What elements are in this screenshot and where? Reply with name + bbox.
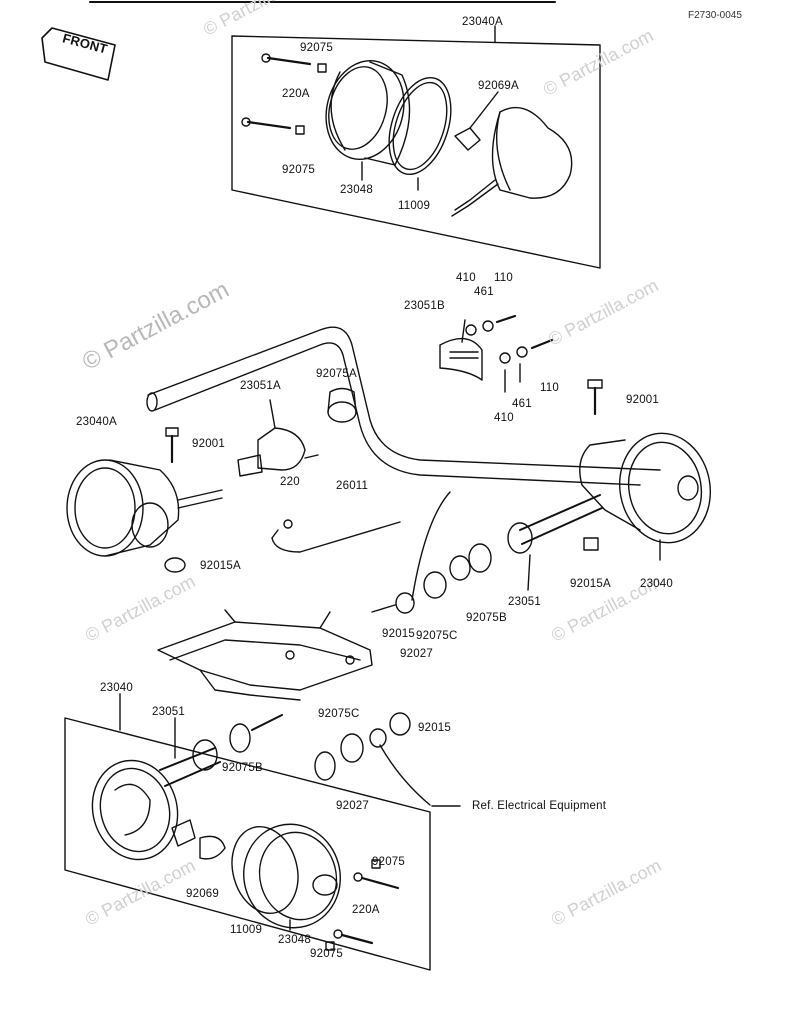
part-label: 11009 [398,200,431,212]
top-group-frame [231,35,601,269]
right-turn-signal-group [371,379,712,614]
part-label: 23040A [76,416,117,428]
part-label: 92001 [192,438,225,450]
part-label: 92075C [318,708,360,720]
part-label: 110 [494,272,513,284]
part-label: 23048 [340,184,373,196]
part-label: 92075B [466,612,507,624]
part-label: 220A [352,904,380,916]
top-turn-signal-group [231,25,601,269]
part-label: 410 [456,272,476,284]
part-label: 110 [540,382,559,394]
part-label: 92075 [282,164,315,176]
part-label: 220 [280,476,300,488]
part-label: 11009 [230,924,263,936]
part-label: 92069A [478,80,519,92]
ref-note: Ref. Electrical Equipment [472,800,607,812]
part-label: 92075A [316,368,357,380]
part-label: 92075B [222,762,263,774]
part-label: 92015A [570,578,611,590]
part-label: 92069 [186,888,219,900]
part-label: 23040 [640,578,673,590]
part-label: 461 [512,398,532,410]
part-label: 92027 [336,800,369,812]
part-label: 23051 [508,596,541,608]
rear-turn-signal-group [64,693,461,971]
part-label: 92015A [200,560,241,572]
drawing-code: F2730-0045 [688,10,742,21]
part-label: 23040 [100,682,133,694]
part-label: 410 [494,412,514,424]
part-label: 23051A [240,380,281,392]
part-label: 92075 [310,948,343,960]
part-label: 26011 [336,480,369,492]
part-label: 23040A [462,16,503,28]
part-label: 92027 [400,648,433,660]
front-arrow-icon [41,27,116,81]
part-label: 220A [282,88,310,100]
part-label: 92015 [382,628,415,640]
rear-frame [157,609,373,701]
part-label: 92075 [300,42,333,54]
left-turn-signal-group [66,427,401,573]
part-label: 461 [474,286,494,298]
handlebar-group [146,314,661,486]
part-label: 92075 [372,856,405,868]
part-label: 23048 [278,934,311,946]
rear-group-frame [64,717,431,971]
part-label: 23051B [404,300,445,312]
part-label: 23051 [152,706,185,718]
part-label: 92075C [416,630,458,642]
part-label: 92001 [626,394,659,406]
part-label: 92015 [418,722,451,734]
